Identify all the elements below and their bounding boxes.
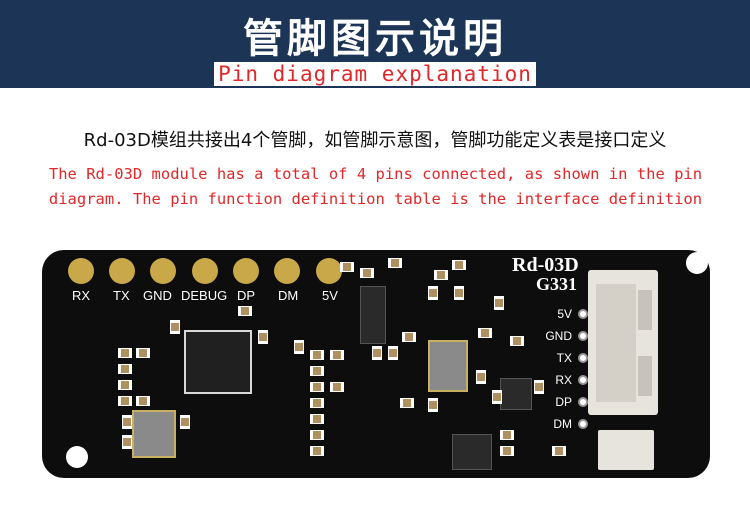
connector-pin-dm xyxy=(578,419,588,429)
crystal-right xyxy=(428,340,468,392)
connector-label-dm: DM xyxy=(553,417,572,431)
smd-component xyxy=(454,286,464,300)
smd-component xyxy=(118,348,132,358)
pin-label-rx: RX xyxy=(72,288,91,303)
mcu-chip xyxy=(184,330,252,394)
code-silkscreen: G331 xyxy=(536,274,578,294)
smd-component xyxy=(118,380,132,390)
pad-dm xyxy=(274,258,300,284)
smd-component xyxy=(500,446,514,456)
smd-component xyxy=(238,306,252,316)
smd-component xyxy=(118,364,132,374)
pad-dp xyxy=(233,258,259,284)
page-subtitle: Pin diagram explanation xyxy=(0,62,750,86)
pad-5v xyxy=(316,258,342,284)
header-banner: 管脚图示说明 Pin diagram explanation xyxy=(0,0,750,88)
smd-component xyxy=(310,446,324,456)
connector-inner xyxy=(596,284,636,402)
smd-component xyxy=(534,380,544,394)
smd-component xyxy=(330,382,344,392)
smd-component xyxy=(478,328,492,338)
connector-pin-dp xyxy=(578,397,588,407)
smd-component xyxy=(510,336,524,346)
connector-tab xyxy=(638,290,652,330)
smd-component xyxy=(122,435,132,449)
connector-tab xyxy=(638,356,652,396)
smd-component xyxy=(372,346,382,360)
smd-component xyxy=(428,398,438,412)
connector-pin-gnd xyxy=(578,331,588,341)
smd-component xyxy=(136,348,150,358)
smd-component xyxy=(180,415,190,429)
smd-component xyxy=(388,258,402,268)
pin-label-5v: 5V xyxy=(322,288,338,303)
transistor-chip xyxy=(500,378,532,410)
connector-label-rx: RX xyxy=(555,373,572,387)
smd-component xyxy=(122,415,132,429)
pin-label-tx: TX xyxy=(113,288,130,303)
connector-label-tx: TX xyxy=(556,351,572,365)
pad-rx xyxy=(68,258,94,284)
model-silkscreen: Rd-03D xyxy=(512,254,579,276)
smd-component xyxy=(476,370,486,384)
connector-pin-rx xyxy=(578,375,588,385)
pin-label-dm: DM xyxy=(278,288,299,303)
smd-component xyxy=(360,268,374,278)
description-english: The Rd-03D module has a total of 4 pins … xyxy=(48,165,703,208)
mounting-hole-left xyxy=(66,446,88,468)
smd-component xyxy=(452,260,466,270)
connector-pin-tx xyxy=(578,353,588,363)
smd-component xyxy=(428,286,438,300)
smd-component xyxy=(330,350,344,360)
smd-component xyxy=(310,430,324,440)
smd-component xyxy=(494,296,504,310)
smd-component xyxy=(136,396,150,406)
smd-component xyxy=(402,332,416,342)
pin-label-debug: DEBUG xyxy=(181,288,228,303)
smd-component xyxy=(118,396,132,406)
pin-label-gnd: GND xyxy=(143,288,172,303)
smd-component xyxy=(388,346,398,360)
smd-component xyxy=(310,414,324,424)
smd-component xyxy=(310,382,324,392)
pin-label-dp: DP xyxy=(237,288,256,303)
smd-component xyxy=(310,350,324,360)
smd-component xyxy=(258,330,268,344)
smd-component xyxy=(400,398,414,408)
page-subtitle-text: Pin diagram explanation xyxy=(214,62,536,86)
smd-component xyxy=(434,270,448,280)
connector-label-5v: 5V xyxy=(557,307,572,321)
description-chinese: Rd-03D模组共接出4个管脚，如管脚示意图，管脚功能定义表是接口定义 xyxy=(83,130,667,151)
regulator-chip xyxy=(360,286,386,344)
connector-label-gnd: GND xyxy=(545,329,572,343)
mounting-hole-right xyxy=(686,252,708,274)
smd-component xyxy=(310,398,324,408)
smd-component xyxy=(340,262,354,272)
smd-component xyxy=(500,430,514,440)
smd-component xyxy=(492,390,502,404)
connector-foot xyxy=(598,430,654,470)
connector-pin-5v xyxy=(578,309,588,319)
smd-component xyxy=(294,340,304,354)
connector-housing xyxy=(588,270,658,415)
page-title: 管脚图示说明 xyxy=(243,16,507,62)
smd-component xyxy=(310,366,324,376)
connector-label-dp: DP xyxy=(555,395,572,409)
pad-gnd xyxy=(150,258,176,284)
crystal-left xyxy=(132,410,176,458)
amplifier-chip xyxy=(452,434,492,470)
pad-debug xyxy=(192,258,218,284)
smd-component xyxy=(170,320,180,334)
pad-tx xyxy=(109,258,135,284)
smd-component xyxy=(552,446,566,456)
